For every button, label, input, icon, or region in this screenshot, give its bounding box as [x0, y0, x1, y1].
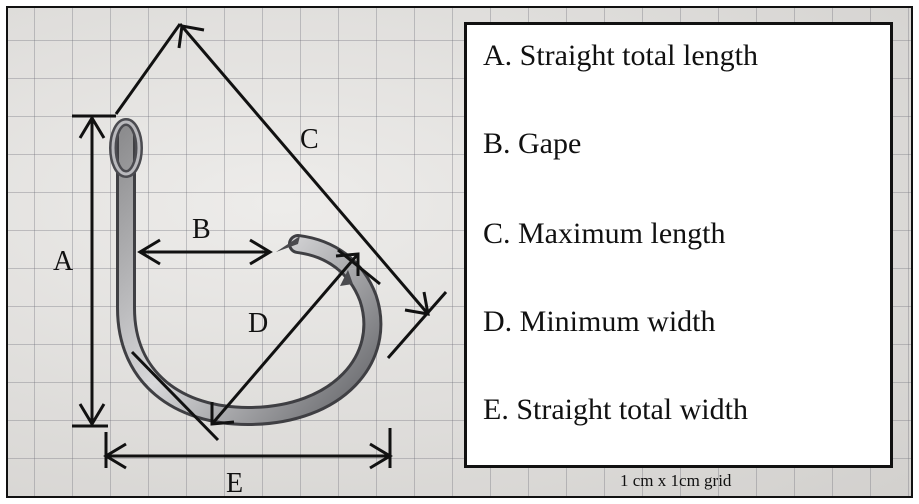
legend-item-e: E. Straight total width: [483, 393, 748, 426]
legend-item-a: A. Straight total length: [483, 39, 758, 72]
dimension-a-straight-total-length: [72, 114, 116, 428]
legend-item-b: B. Gape: [483, 127, 582, 160]
dimension-b-gape: [137, 238, 273, 266]
label-e: E: [226, 468, 243, 496]
legend-item-d: D. Minimum width: [483, 305, 716, 338]
figure-frame: A B C D: [6, 6, 913, 498]
label-a: A: [53, 246, 74, 277]
label-b: B: [192, 214, 211, 245]
hook-diagram: A B C D: [53, 23, 448, 496]
dimension-e-straight-total-width: [103, 428, 393, 470]
legend-item-c: C. Maximum length: [483, 217, 726, 250]
circle-hook-illustration: [109, 118, 383, 427]
dimension-d-minimum-width: [130, 248, 381, 442]
dimension-c-maximum-length: [114, 23, 448, 359]
grid-scale-note: 1 cm x 1cm grid: [620, 471, 732, 490]
label-d: D: [248, 308, 268, 339]
label-c: C: [300, 124, 319, 155]
legend-box: A. Straight total length B. Gape C. Maxi…: [464, 22, 893, 468]
